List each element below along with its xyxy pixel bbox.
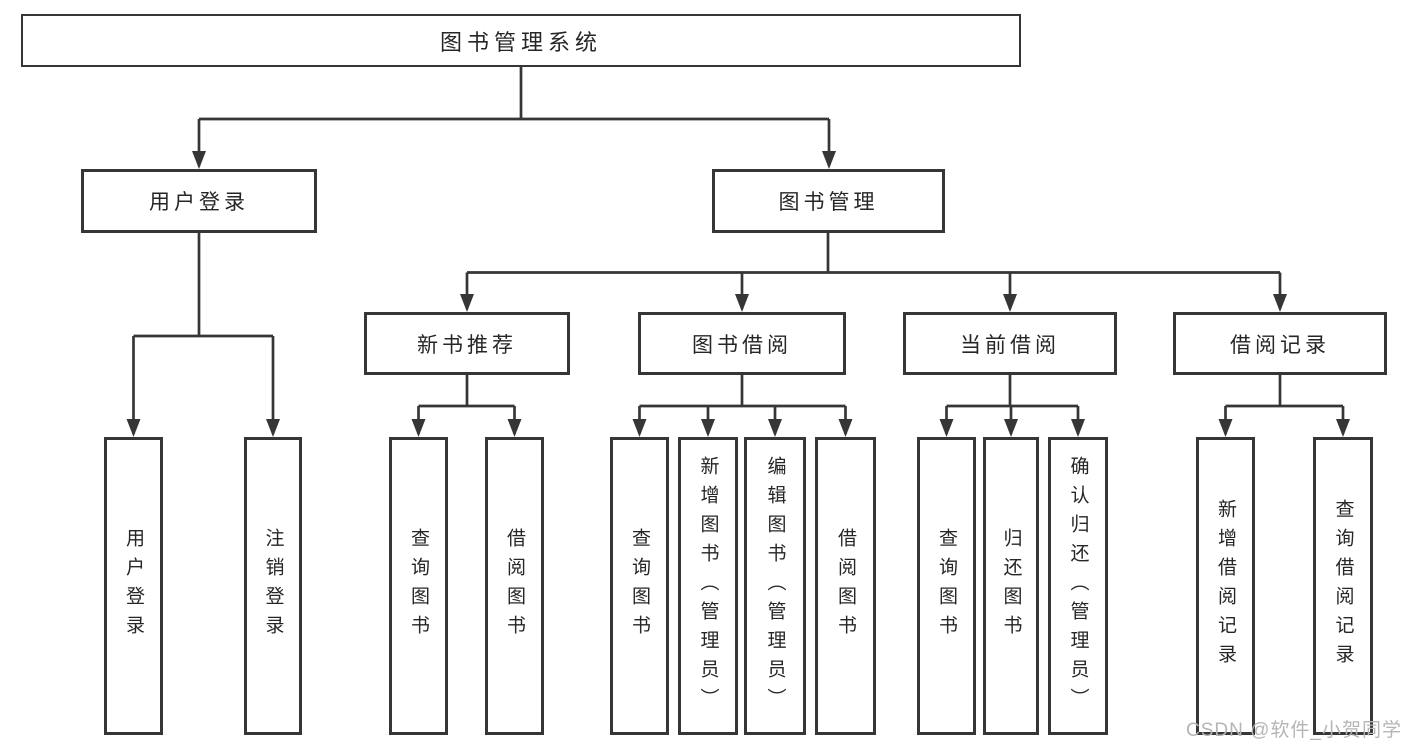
leaf-add-borrow-record: 新增借阅记录 <box>1196 437 1255 735</box>
leaf-borrow-book-2: 借阅图书 <box>815 437 876 735</box>
leaf-borrow-book-1: 借阅图书 <box>485 437 544 735</box>
leaf-edit-book-admin: 编辑图书（管理员） <box>744 437 806 735</box>
node-book-management: 图书管理 <box>712 169 945 233</box>
leaf-query-borrow-record-label: 查询借阅记录 <box>1332 499 1354 673</box>
node-borrow-records: 借阅记录 <box>1173 312 1387 375</box>
leaf-logout: 注销登录 <box>244 437 302 735</box>
leaf-user-login: 用户登录 <box>104 437 163 735</box>
leaf-return-book: 归还图书 <box>983 437 1039 735</box>
leaf-query-book-1-label: 查询图书 <box>408 528 429 644</box>
node-new-book-recommend: 新书推荐 <box>364 312 570 375</box>
leaf-borrow-book-2-label: 借阅图书 <box>835 528 856 644</box>
leaf-add-book-admin-label: 新增图书（管理员） <box>697 455 719 717</box>
leaf-logout-label: 注销登录 <box>262 528 284 644</box>
watermark: CSDN @软件_小贺同学 <box>1186 720 1402 741</box>
leaf-query-book-3-label: 查询图书 <box>936 528 957 644</box>
leaf-confirm-return-admin: 确认归还（管理员） <box>1048 437 1108 735</box>
leaf-return-book-label: 归还图书 <box>1000 528 1022 644</box>
node-user-login: 用户登录 <box>81 169 317 233</box>
node-book-borrow: 图书借阅 <box>638 312 846 375</box>
node-root: 图书管理系统 <box>21 14 1021 67</box>
node-current-borrow: 当前借阅 <box>903 312 1117 375</box>
leaf-user-login-label: 用户登录 <box>123 528 144 644</box>
connector-paths <box>132 67 1345 434</box>
leaf-query-book-2-label: 查询图书 <box>629 528 650 644</box>
leaf-add-book-admin: 新增图书（管理员） <box>678 437 738 735</box>
leaf-add-borrow-record-label: 新增借阅记录 <box>1215 499 1236 673</box>
leaf-query-book-3: 查询图书 <box>917 437 976 735</box>
leaf-query-borrow-record: 查询借阅记录 <box>1313 437 1373 735</box>
arrowheads <box>126 151 1350 437</box>
leaf-query-book-2: 查询图书 <box>610 437 669 735</box>
leaf-edit-book-admin-label: 编辑图书（管理员） <box>764 455 786 717</box>
leaf-borrow-book-1-label: 借阅图书 <box>504 528 525 644</box>
leaf-confirm-return-admin-label: 确认归还（管理员） <box>1067 455 1089 717</box>
leaf-query-book-1: 查询图书 <box>389 437 448 735</box>
